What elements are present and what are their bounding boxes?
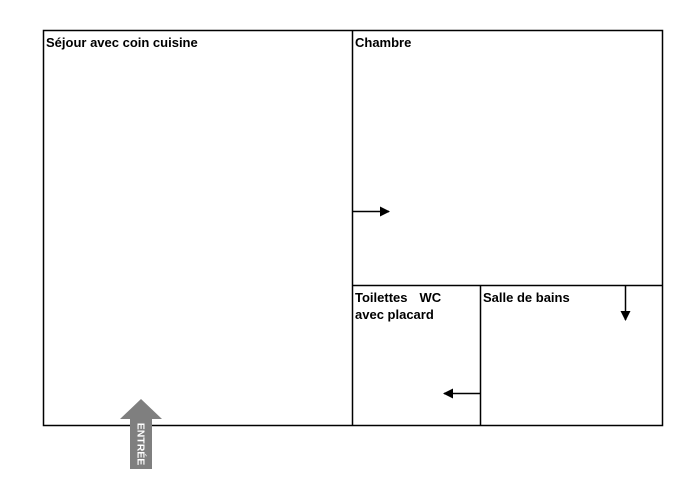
room-label-wc: WC [419, 290, 442, 305]
room-label-chambre: Chambre [355, 35, 412, 50]
room-label-sejour: Séjour avec coin cuisine [46, 35, 198, 50]
room-label-toilettes-line2: avec placard [355, 307, 434, 322]
entrance-arrow: ENTRÉE [120, 399, 162, 469]
entrance-label: ENTRÉE [135, 423, 148, 466]
up-arrow-icon [120, 399, 162, 469]
room-label-toilettes: Toilettes WC avec placard [355, 289, 441, 323]
room-label-toilettes-line1: Toilettes WC [355, 289, 441, 306]
room-label-salle-de-bains: Salle de bains [483, 290, 570, 305]
room-label-toilettes-part1: Toilettes [355, 290, 408, 305]
